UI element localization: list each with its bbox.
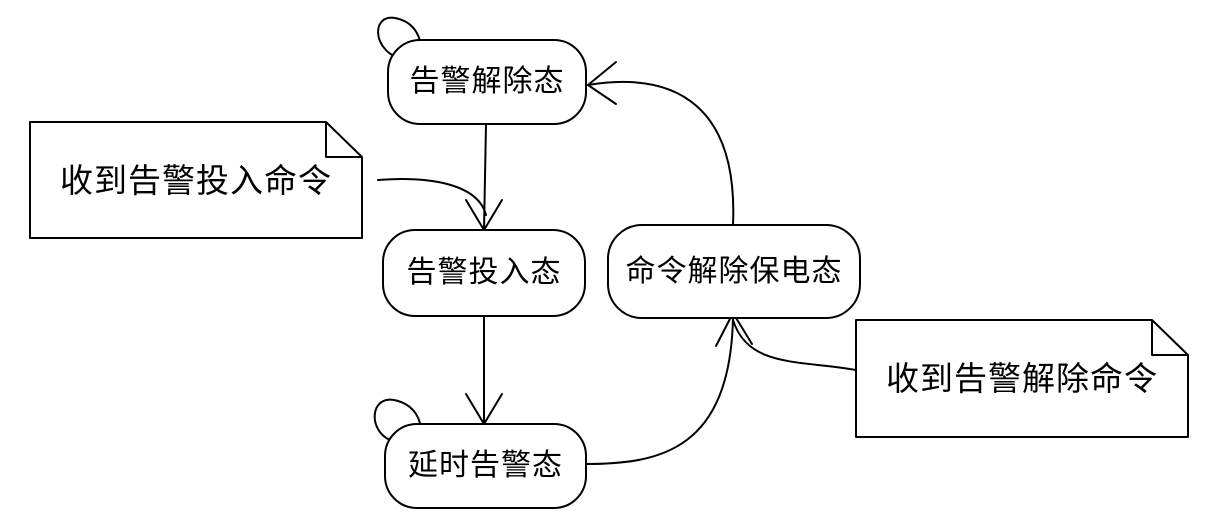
note-arm-connector	[377, 178, 487, 216]
transition-delayed-to-command	[585, 317, 734, 465]
note-box-arm	[29, 121, 363, 239]
note-fold-clear	[1151, 320, 1188, 356]
note-box-clear	[855, 319, 1189, 438]
arrowhead-command-to-cleared	[587, 61, 617, 105]
self-loop-delayed-alarm	[373, 398, 422, 441]
state-command-cleared-label: 命令解除保电态	[625, 253, 843, 289]
transition-command-to-cleared	[587, 81, 735, 226]
state-box-alarm-cleared	[387, 39, 587, 125]
note-arm-label: 收到告警投入命令	[60, 160, 332, 200]
state-box-alarm-armed	[382, 229, 586, 317]
note-clear-connector	[732, 319, 857, 371]
state-delayed-alarm-label: 延时告警态	[408, 448, 563, 483]
state-alarm-cleared-label: 告警解除态	[409, 64, 565, 99]
state-box-delayed-alarm	[384, 423, 587, 509]
state-alarm-armed-label: 告警投入态	[406, 255, 562, 290]
note-fold-arm	[325, 122, 362, 158]
state-box-command-cleared	[607, 224, 861, 319]
note-clear-label: 收到告警解除命令	[886, 359, 1158, 398]
